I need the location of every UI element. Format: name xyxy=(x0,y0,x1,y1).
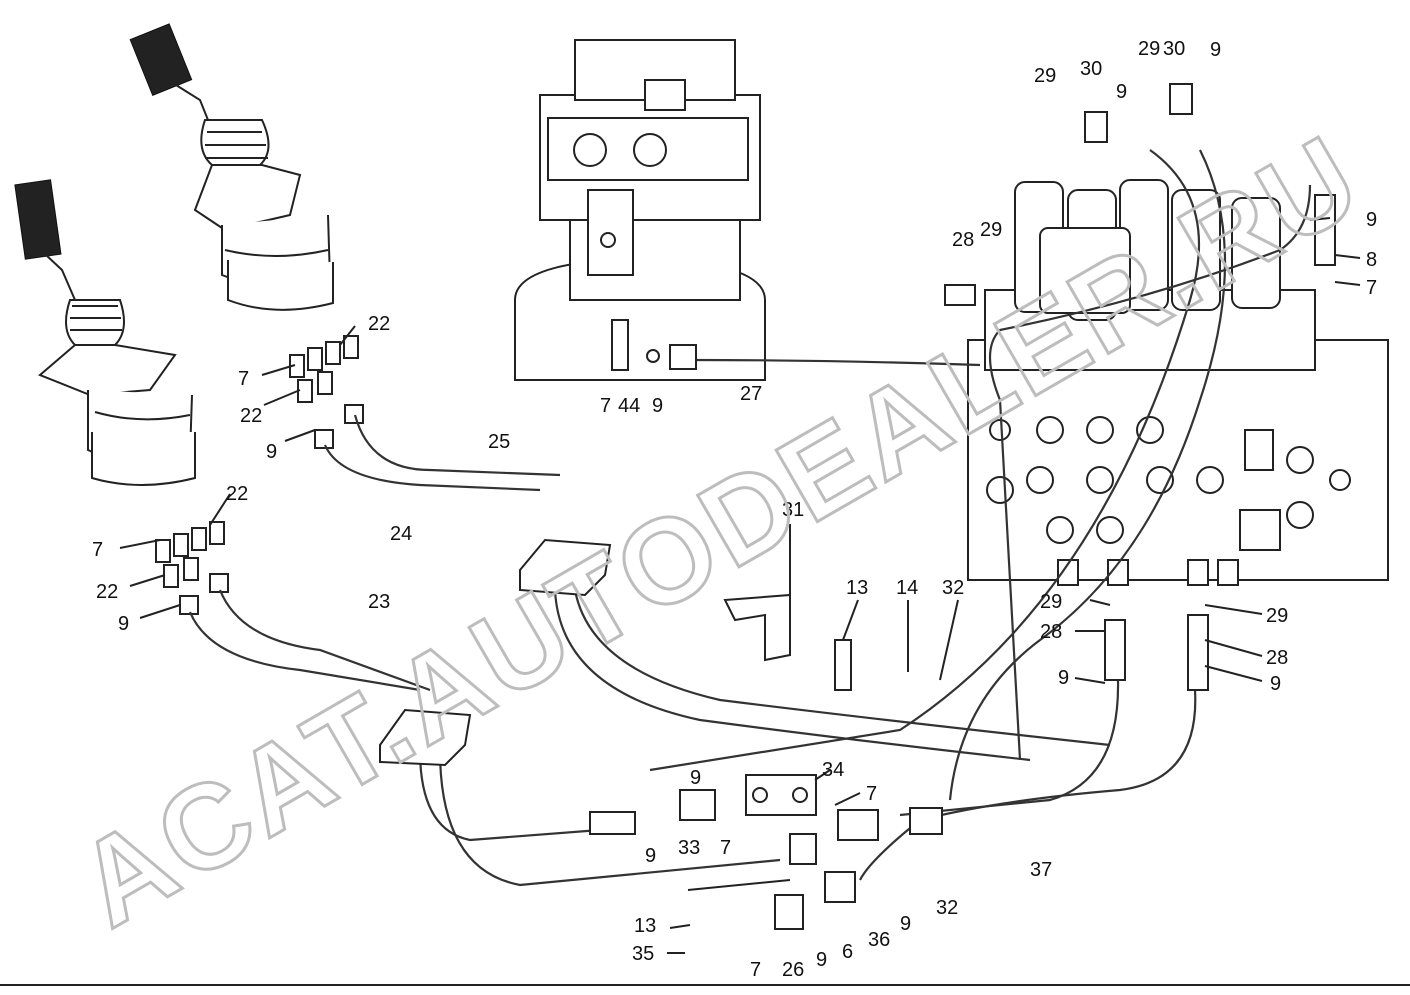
label-22: 22 xyxy=(240,405,262,427)
label-30: 30 xyxy=(1080,58,1102,80)
label-44: 44 xyxy=(618,395,640,417)
pilot-valve-block xyxy=(514,39,766,381)
label-27: 27 xyxy=(740,383,762,405)
joystick-fittings xyxy=(155,335,364,615)
label-28: 28 xyxy=(952,229,974,251)
label-8: 8 xyxy=(1366,249,1377,271)
label-9: 9 xyxy=(690,767,701,789)
label-9: 9 xyxy=(816,949,827,971)
label-7: 7 xyxy=(720,837,731,859)
label-9: 9 xyxy=(266,441,277,463)
label-9: 9 xyxy=(118,613,129,635)
label-32: 32 xyxy=(942,577,964,599)
label-9: 9 xyxy=(1116,81,1127,103)
label-32: 32 xyxy=(936,897,958,919)
label-28: 28 xyxy=(1040,621,1062,643)
label-29: 29 xyxy=(1040,591,1062,613)
label-31: 31 xyxy=(782,499,804,521)
label-7: 7 xyxy=(238,368,249,390)
label-9: 9 xyxy=(900,913,911,935)
label-7: 7 xyxy=(1366,277,1377,299)
small-parts xyxy=(379,83,1336,930)
label-23: 23 xyxy=(368,591,390,613)
label-13: 13 xyxy=(846,577,868,599)
label-9: 9 xyxy=(652,395,663,417)
label-9: 9 xyxy=(1058,667,1069,689)
label-34: 34 xyxy=(822,759,844,781)
label-9: 9 xyxy=(1270,673,1281,695)
control-valve xyxy=(967,179,1389,586)
label-33: 33 xyxy=(678,837,700,859)
label-29: 29 xyxy=(1266,605,1288,627)
label-22: 22 xyxy=(96,581,118,603)
label-13: 13 xyxy=(634,915,656,937)
label-26: 26 xyxy=(782,959,804,981)
label-36: 36 xyxy=(868,929,890,951)
label-37: 37 xyxy=(1030,859,1052,881)
part-labels: 22 7 22 9 22 7 22 9 25 24 23 7 44 9 27 2… xyxy=(92,38,1377,981)
bottom-rule xyxy=(0,984,1410,986)
label-28: 28 xyxy=(1266,647,1288,669)
label-22: 22 xyxy=(226,483,248,505)
label-22: 22 xyxy=(368,313,390,335)
label-9: 9 xyxy=(1366,209,1377,231)
label-29: 29 xyxy=(1034,65,1056,87)
label-6: 6 xyxy=(842,941,853,963)
label-7: 7 xyxy=(866,783,877,805)
joystick-right xyxy=(129,23,334,311)
label-7: 7 xyxy=(600,395,611,417)
label-24: 24 xyxy=(390,523,412,545)
label-29: 29 xyxy=(980,219,1002,241)
label-30: 30 xyxy=(1163,38,1185,60)
label-7: 7 xyxy=(92,539,103,561)
label-29: 29 xyxy=(1138,38,1160,60)
label-9: 9 xyxy=(1210,39,1221,61)
label-14: 14 xyxy=(896,577,918,599)
label-25: 25 xyxy=(488,431,510,453)
label-9: 9 xyxy=(645,845,656,867)
label-7: 7 xyxy=(750,959,761,981)
label-35: 35 xyxy=(632,943,654,965)
leader-lines xyxy=(119,217,1361,954)
joystick-left xyxy=(14,179,196,486)
hoses xyxy=(188,149,1312,887)
